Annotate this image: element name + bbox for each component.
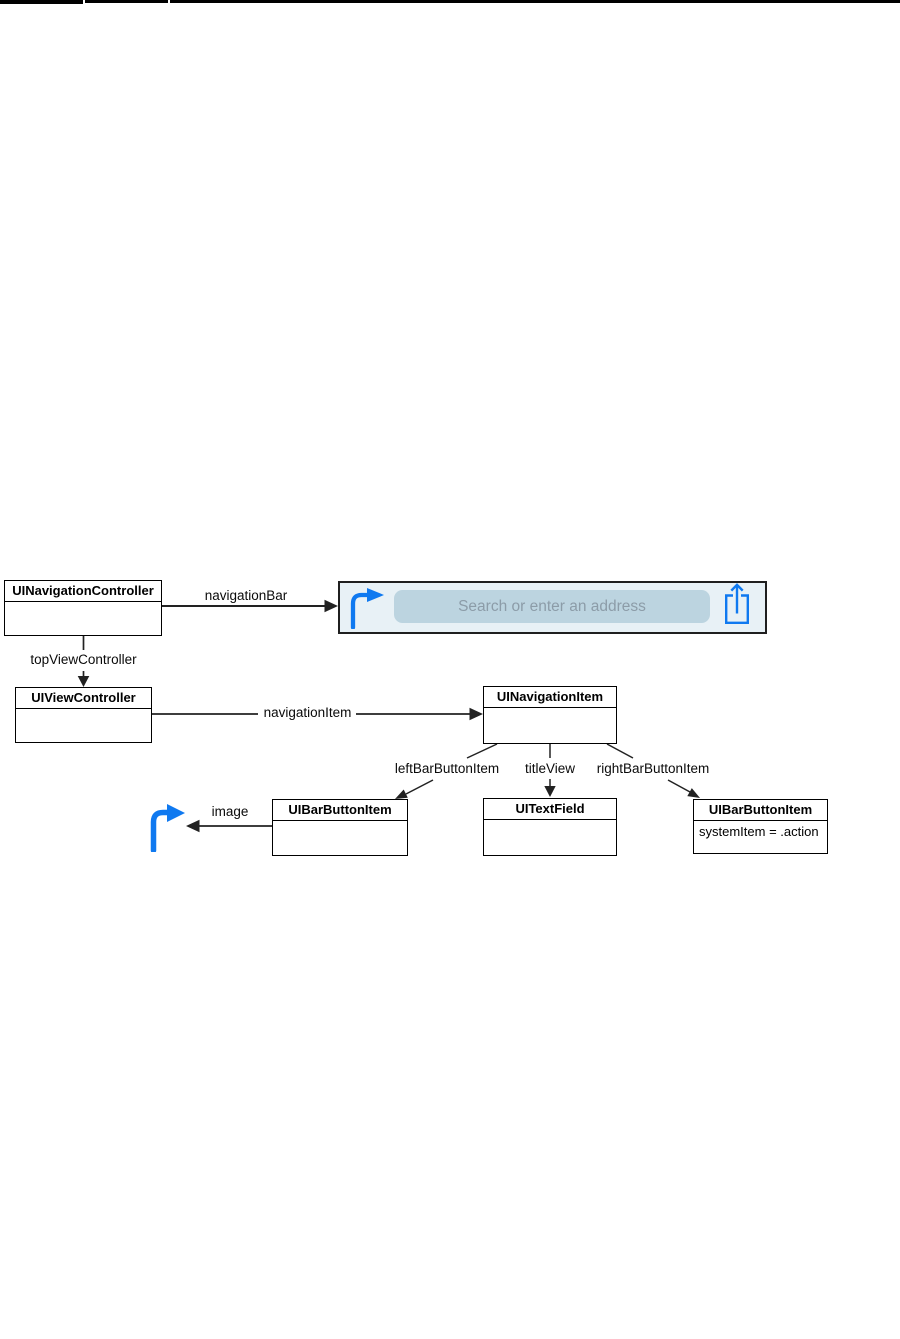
class-box-uiviewcontroller: UIViewController bbox=[15, 687, 152, 743]
class-box-title: UINavigationController bbox=[5, 581, 161, 602]
class-box-title: UITextField bbox=[484, 799, 616, 820]
class-box-body: systemItem = .action bbox=[699, 824, 819, 839]
search-placeholder: Search or enter an address bbox=[458, 598, 646, 615]
turn-right-arrow-icon bbox=[350, 588, 384, 629]
class-box-title: UIBarButtonItem bbox=[273, 800, 407, 821]
bar-button-image-turn-right-arrow-icon bbox=[150, 804, 185, 852]
class-box-uinavigationitem: UINavigationItem bbox=[483, 686, 617, 744]
edge-label-navigationitem: navigationItem bbox=[263, 705, 352, 720]
share-icon bbox=[725, 583, 749, 624]
class-box-uibarbuttonitem-right: UIBarButtonItem systemItem = .action bbox=[693, 799, 828, 854]
page-top-rule-segment bbox=[85, 0, 168, 3]
class-box-title: UIViewController bbox=[16, 688, 151, 709]
class-box-uinavigationcontroller: UINavigationController bbox=[4, 580, 162, 636]
edge-label-image: image bbox=[211, 804, 249, 819]
class-box-title: UIBarButtonItem bbox=[694, 800, 827, 821]
class-box-body bbox=[5, 602, 161, 608]
search-field: Search or enter an address bbox=[394, 590, 710, 623]
class-box-uitextfield: UITextField bbox=[483, 798, 617, 856]
edge-label-navigationbar: navigationBar bbox=[204, 588, 288, 603]
edge-label-topviewcontroller: topViewController bbox=[30, 652, 137, 667]
edge-rightbarbuttonitem bbox=[606, 743, 700, 798]
navbar-mockup: Search or enter an address bbox=[338, 581, 767, 634]
class-box-body bbox=[484, 820, 616, 826]
class-box-uibarbuttonitem-left: UIBarButtonItem bbox=[272, 799, 408, 856]
class-box-body bbox=[16, 709, 151, 715]
edge-titleview bbox=[544, 744, 556, 797]
edge-leftbarbuttonitem bbox=[395, 743, 498, 799]
edge-label-titleview: titleView bbox=[524, 761, 576, 776]
page-top-rule-segment bbox=[0, 0, 83, 4]
edge-label-leftbarbuttonitem: leftBarButtonItem bbox=[394, 761, 500, 776]
class-box-body bbox=[484, 708, 616, 714]
edge-image bbox=[186, 819, 272, 833]
page-top-rule-segment bbox=[170, 0, 900, 3]
edge-label-rightbarbuttonitem: rightBarButtonItem bbox=[596, 761, 710, 776]
edge-topviewcontroller bbox=[77, 636, 90, 687]
class-box-title: UINavigationItem bbox=[484, 687, 616, 708]
edge-navigationbar bbox=[162, 599, 338, 613]
class-box-body bbox=[273, 821, 407, 827]
edge-navigationitem bbox=[152, 707, 483, 721]
